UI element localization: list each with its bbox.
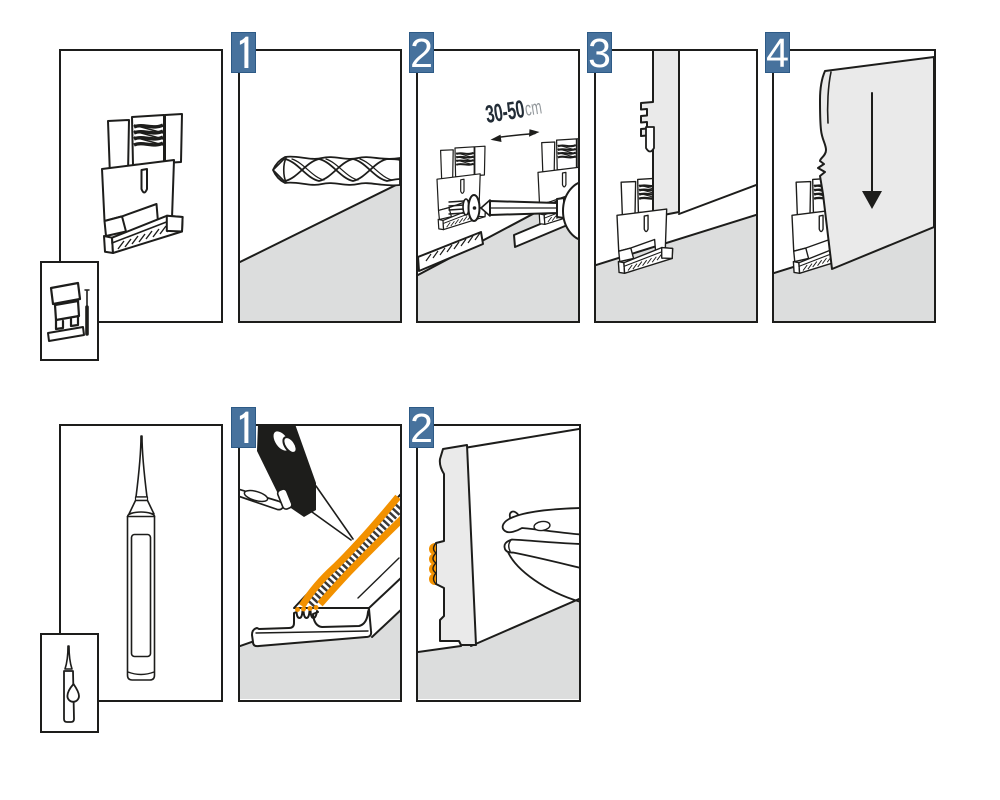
svg-text:cm: cm bbox=[523, 95, 543, 120]
svg-text:30-50: 30-50 bbox=[484, 96, 527, 129]
